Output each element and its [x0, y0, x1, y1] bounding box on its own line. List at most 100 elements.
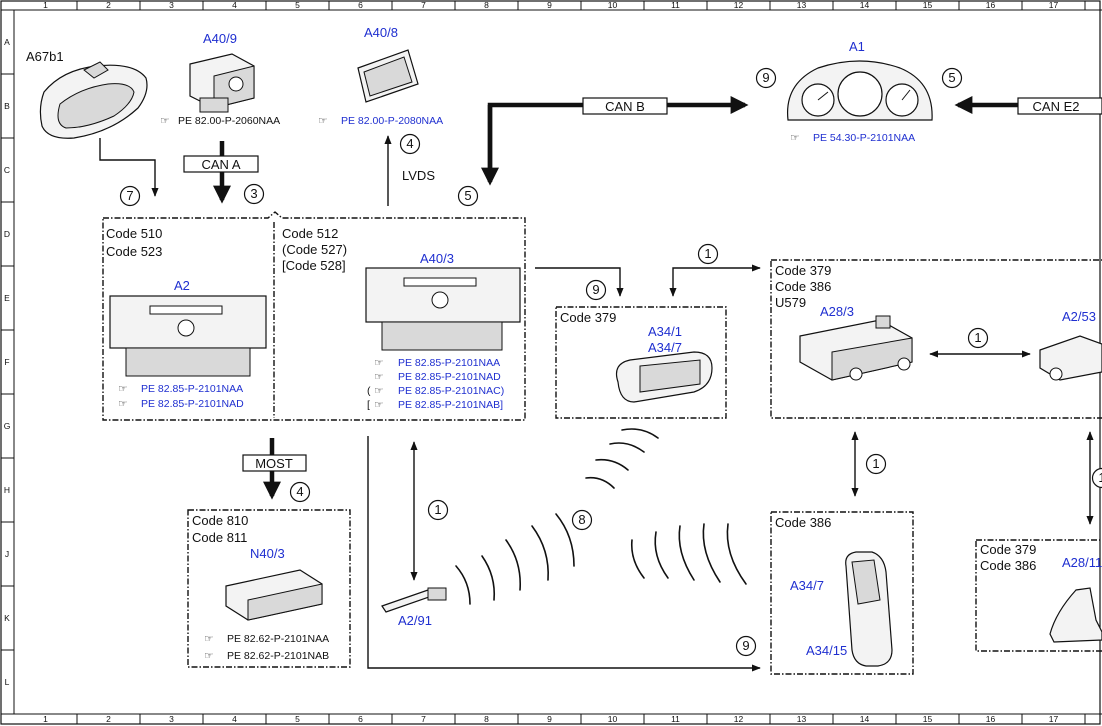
component-id-a28-11: A28/11: [1062, 555, 1102, 570]
link-label-lvds: LVDS: [402, 168, 435, 183]
grid-column-label: 2: [106, 714, 111, 724]
code-a28-3-2: Code 386: [775, 279, 831, 294]
component-id-a40-9: A40/9: [203, 31, 237, 46]
marker-circle: [243, 183, 265, 205]
component-id-a28-3: A28/3: [820, 304, 854, 319]
grid-column-label: 3: [169, 714, 174, 724]
component-id-a2-53: A2/53: [1062, 309, 1096, 324]
control-unit-icon: [189, 53, 255, 113]
ref-arrow-icon: ☞: [790, 132, 799, 144]
ref-arrow-icon: ☞: [374, 399, 383, 411]
bus-most: MOST: [242, 438, 307, 500]
head-unit-group: Code 510 Code 523 A2 ☞ PE 82.85-P-2101NA…: [102, 211, 526, 421]
grid-column-label: 4: [232, 714, 237, 724]
ref-bracket: [: [367, 399, 370, 411]
mirror-icon: [39, 61, 148, 139]
marker-circle: [755, 67, 777, 89]
grid-column-label: 12: [734, 0, 744, 10]
marker-number: 7: [126, 188, 133, 203]
grid-column-label: 9: [547, 714, 552, 724]
module-icon: [799, 315, 913, 381]
marker-number: 4: [406, 136, 413, 151]
grid-column-label: 3: [169, 0, 174, 10]
component-a67b1: A67b1: [26, 49, 148, 139]
component-cradle: Code 386 A34/7 A34/15: [770, 511, 914, 675]
bus-label-can-b: CAN B: [605, 99, 645, 114]
link-9-top: [535, 267, 624, 297]
marker-circle: [399, 133, 421, 155]
grid-row-label: C: [4, 165, 10, 175]
component-a1: A1 ☞ PE 54.30-P-2101NAA: [786, 39, 933, 144]
marker-circle: [941, 67, 963, 89]
marker-number: 9: [592, 282, 599, 297]
grid-column-label: 9: [547, 0, 552, 10]
radio-waves: [455, 428, 747, 605]
code-a28-11-1: Code 379: [980, 542, 1036, 557]
ref-a40-3-2: PE 82.85-P-2101NAD: [398, 371, 501, 383]
grid-row-label: K: [4, 613, 10, 623]
ref-a40-3-3: PE 82.85-P-2101NAC): [398, 385, 504, 397]
display-icon: [357, 49, 419, 103]
component-id-n40-3: N40/3: [250, 546, 285, 561]
component-id-a2: A2: [174, 278, 190, 293]
head-unit-icon: [365, 267, 521, 351]
marker-circle: [457, 185, 479, 207]
bus-can-a: CAN A: [183, 141, 259, 204]
component-id-a1: A1: [849, 39, 865, 54]
marker-circle: [967, 327, 989, 349]
connector-icon: [1039, 335, 1102, 381]
link-mirror: [99, 138, 159, 197]
ref-a40-3-4: PE 82.85-P-2101NAB]: [398, 399, 503, 411]
code-n40-3-2: Code 811: [192, 530, 247, 545]
component-a2-91: A2/91: [381, 441, 447, 628]
component-a34: Code 379 A34/1 A34/7: [555, 306, 727, 419]
grid-column-label: 4: [232, 0, 237, 10]
marker-number: 5: [464, 188, 471, 203]
code-a28-3-3: U579: [775, 295, 806, 310]
grid-row-label: E: [4, 293, 10, 303]
marker-circle: [865, 453, 887, 475]
grid-column-label: 6: [358, 714, 363, 724]
bus-can-b: CAN B: [481, 96, 749, 186]
instrument-cluster-icon: [786, 60, 933, 121]
marker-number: 1: [872, 456, 879, 471]
link-lvds: LVDS: [384, 135, 435, 206]
grid-column-label: 8: [484, 714, 489, 724]
component-a40-9: A40/9 ☞ PE 82.00-P-2060NAA: [160, 31, 280, 127]
code-a34: Code 379: [560, 310, 616, 325]
grid-column-label: 7: [421, 0, 426, 10]
component-a40-8: A40/8 ☞ PE 82.00-P-2080NAA: [318, 25, 443, 127]
grid-column-label: 10: [608, 0, 618, 10]
phone-icon: [615, 351, 713, 403]
grid-column-label: 8: [484, 0, 489, 10]
grid-column-label: 15: [923, 0, 933, 10]
marker-number: 4: [296, 484, 303, 499]
component-a28-3: Code 379 Code 386 U579 A28/3 A2/53: [770, 259, 1102, 419]
bus-label-can-a: CAN A: [201, 157, 240, 172]
ref-a40-8: PE 82.00-P-2080NAA: [341, 115, 443, 127]
marker-number: 9: [742, 638, 749, 653]
bus-label-can-e2: CAN E2: [1033, 99, 1080, 114]
ref-arrow-icon: ☞: [374, 357, 383, 369]
marker-number: 5: [948, 70, 955, 85]
marker-circle: [427, 499, 449, 521]
code-a2-2: Code 523: [106, 244, 162, 259]
code-cradle: Code 386: [775, 515, 831, 530]
head-unit-icon: [109, 295, 267, 377]
grid-column-label: 17: [1049, 714, 1059, 724]
code-a40-3-1: Code 512: [282, 226, 338, 241]
grid-column-label: 10: [608, 714, 618, 724]
marker-number: 8: [578, 512, 585, 527]
ref-arrow-icon: ☞: [118, 398, 127, 410]
grid-column-label: 5: [295, 714, 300, 724]
grid-row-label: B: [4, 101, 10, 111]
link-1-a28-3: [669, 264, 761, 297]
component-id-a40-3: A40/3: [420, 251, 454, 266]
antenna-icon: [381, 587, 447, 613]
ref-arrow-icon: ☞: [160, 115, 169, 127]
marker-number: 3: [250, 186, 257, 201]
grid-column-label: 14: [860, 0, 870, 10]
link-9-bottom: [367, 436, 761, 672]
grid-column-label: 16: [986, 714, 996, 724]
code-n40-3-1: Code 810: [192, 513, 248, 528]
